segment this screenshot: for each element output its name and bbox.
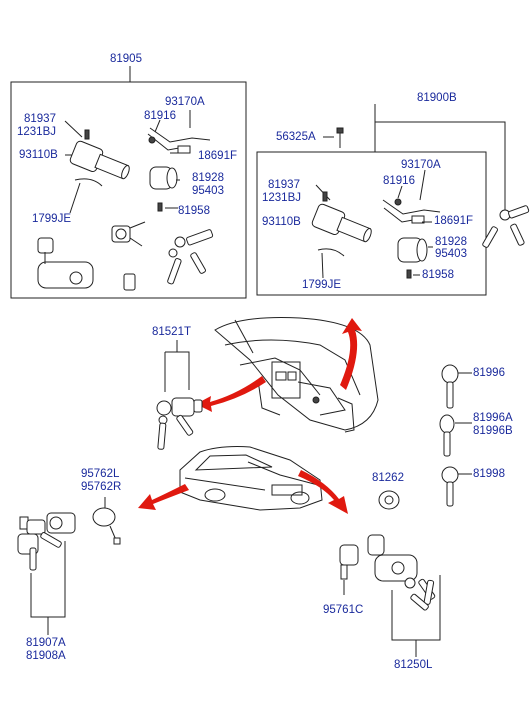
label-95403: 95403 [192, 185, 224, 197]
door-lock-set-81907A [17, 512, 76, 635]
label-81937: 81937 [24, 113, 56, 125]
label-93110B-b: 93110B [262, 216, 301, 228]
bolt-56325A [323, 127, 344, 148]
label-18691F: 18691F [198, 150, 238, 162]
label-81908A: 81908A [26, 650, 66, 662]
trunk-lock-set-81250L [339, 534, 441, 657]
ignition-key-set-right [482, 205, 530, 248]
label-81905: 81905 [110, 53, 142, 65]
label-81916: 81916 [144, 110, 176, 122]
car-illustration [179, 446, 323, 511]
dashboard-illustration [214, 317, 379, 433]
label-81958-b: 81958 [422, 269, 454, 281]
label-93170A-b: 93170A [401, 159, 441, 171]
label-95761C: 95761C [323, 604, 364, 616]
label-18691F-b: 18691F [434, 215, 474, 227]
label-81996B: 81996B [473, 425, 513, 437]
label-93170A: 93170A [165, 96, 205, 108]
label-93110B: 93110B [19, 149, 58, 161]
label-81907A: 81907A [26, 637, 66, 649]
label-1799JE: 1799JE [32, 213, 72, 225]
leader-81900B [374, 121, 506, 210]
label-95762R: 95762R [81, 481, 122, 493]
trunk-lock-cylinder-95762 [92, 497, 121, 545]
label-81916-b: 81916 [383, 175, 415, 187]
glove-box-lock-81521T [156, 340, 203, 450]
pointer-arrows [138, 318, 362, 514]
label-1799JE-b: 1799JE [302, 279, 342, 291]
label-95403-b: 95403 [435, 248, 467, 260]
label-95762L: 95762L [81, 468, 120, 480]
label-81996: 81996 [473, 367, 505, 379]
label-81928: 81928 [192, 172, 224, 184]
box1-parts [37, 110, 214, 291]
label-81937-b: 81937 [268, 179, 300, 191]
box2-parts [311, 169, 441, 279]
label-1231BJ-b: 1231BJ [262, 192, 302, 204]
key-81996 [441, 364, 472, 409]
key-81996A [439, 414, 472, 457]
label-81262: 81262 [372, 472, 404, 484]
label-81928-b: 81928 [435, 236, 467, 248]
label-56325A: 56325A [276, 131, 316, 143]
label-81958: 81958 [178, 205, 210, 217]
label-81250L: 81250L [394, 659, 433, 671]
label-81998: 81998 [473, 468, 505, 480]
assembly-box-81900B [256, 151, 487, 296]
label-1231BJ: 1231BJ [17, 126, 57, 138]
label-81521T: 81521T [152, 326, 192, 338]
label-81900B: 81900B [417, 92, 457, 104]
key-81998 [441, 466, 472, 507]
label-81996A: 81996A [473, 412, 513, 424]
assembly-box-81905 [10, 81, 247, 299]
grommet-81262 [378, 490, 400, 510]
